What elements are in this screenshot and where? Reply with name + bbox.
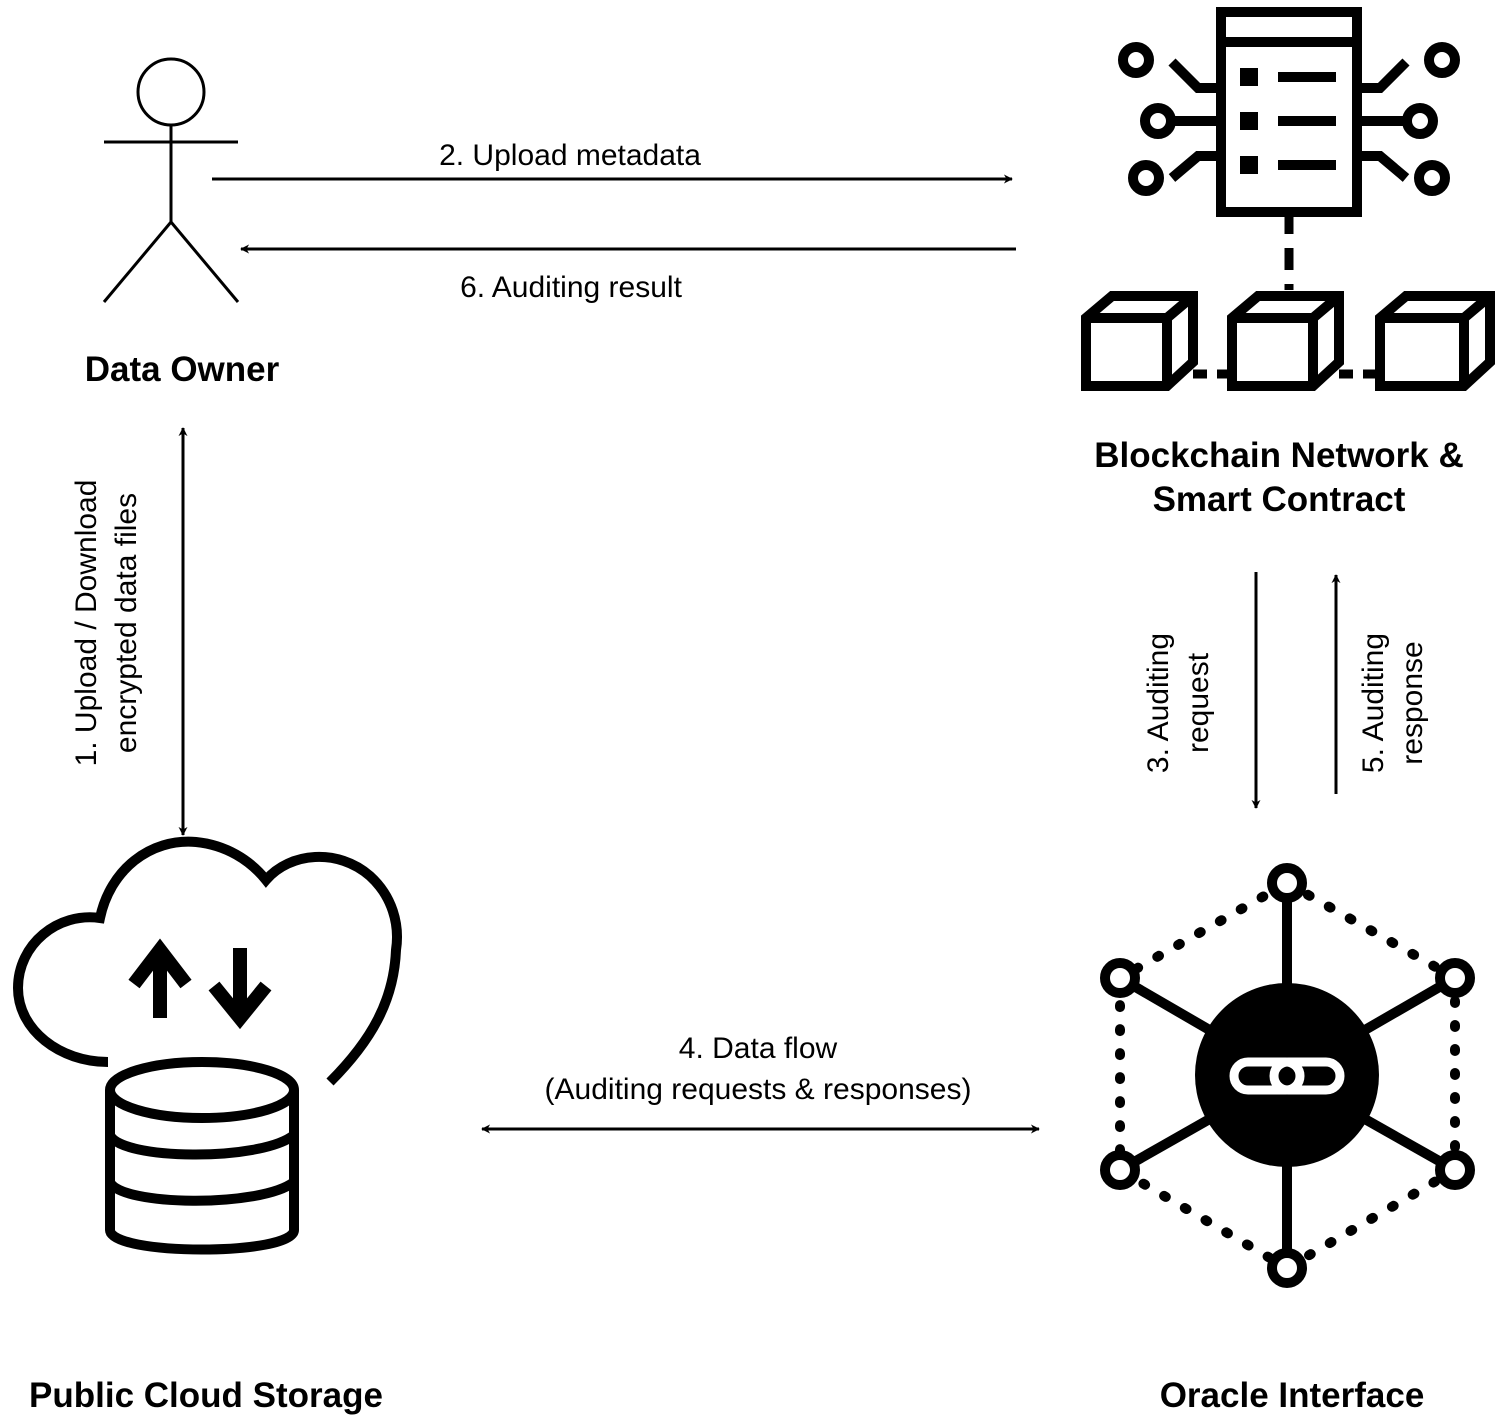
upload-files-label-line2: encrypted data files xyxy=(110,493,143,753)
data-owner-label: Data Owner xyxy=(85,350,280,389)
cloud-database-icon xyxy=(12,836,402,1255)
oracle-label: Oracle Interface xyxy=(1160,1376,1425,1415)
auditing-response-label-line1: 5. Auditing xyxy=(1357,633,1390,773)
stick-figure-icon xyxy=(102,57,240,303)
data-flow-label-line2: (Auditing requests & responses) xyxy=(545,1073,972,1106)
blockchain-label-line1: Blockchain Network & xyxy=(1094,436,1464,475)
auditing-request-label-line1: 3. Auditing xyxy=(1142,633,1175,773)
auditing-request-label-line2: request xyxy=(1182,652,1215,753)
server-and-chained-blocks-icon xyxy=(1081,7,1495,391)
oracle-network-link-icon xyxy=(1100,863,1475,1288)
blockchain-label-line2: Smart Contract xyxy=(1153,480,1406,519)
auditing-result-label: 6. Auditing result xyxy=(460,271,682,304)
upload-metadata-label: 2. Upload metadata xyxy=(439,139,701,172)
upload-files-label-line1: 1. Upload / Download xyxy=(70,480,103,767)
cloud-label: Public Cloud Storage xyxy=(29,1376,383,1415)
auditing-response-label-line2: response xyxy=(1396,641,1429,764)
data-flow-label-line1: 4. Data flow xyxy=(679,1032,838,1065)
